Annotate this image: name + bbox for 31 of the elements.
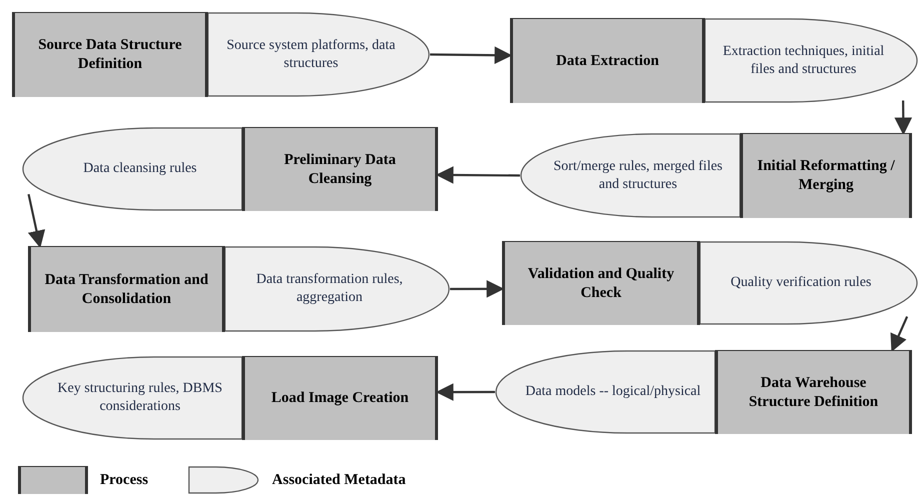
metadata-text: Data transformation rules, aggregation xyxy=(255,271,404,307)
process-box xyxy=(28,246,225,332)
metadata-text: Source system platforms, data structures xyxy=(226,36,396,72)
metadata-text: Quality verification rules xyxy=(730,274,872,292)
process-label: Data Warehouse Structure Definition xyxy=(748,374,880,412)
process-box xyxy=(715,350,912,434)
metadata-text: Sort/merge rules, merged files and structures xyxy=(552,158,724,194)
process-label: Preliminary Data Cleansing xyxy=(283,150,397,188)
process-box xyxy=(242,356,438,440)
process-label: Data Extraction xyxy=(556,52,659,70)
arrow xyxy=(430,46,512,64)
process-label: Data Transformation and Consolidation xyxy=(44,270,210,308)
arrow xyxy=(450,280,504,298)
process-box xyxy=(242,127,438,211)
process-box xyxy=(502,241,700,325)
process-box xyxy=(12,12,208,97)
metadata-text: Data models -- logical/physical xyxy=(525,383,701,401)
arrow xyxy=(890,316,908,352)
process-label: Validation and Quality Check xyxy=(526,264,676,302)
process-box xyxy=(510,18,705,103)
process-box xyxy=(740,133,912,218)
process-label: Load Image Creation xyxy=(271,389,409,408)
arrow xyxy=(894,100,912,136)
metadata-text: Extraction techniques, initial files and structures xyxy=(722,42,886,78)
process-label: Source Data Structure Definition xyxy=(37,36,183,74)
process-label: Initial Reformatting / Merging xyxy=(756,157,896,195)
legend-label: Process xyxy=(100,470,148,490)
metadata-text: Data cleansing rules xyxy=(83,160,197,178)
legend-label: Associated Metadata xyxy=(272,470,406,490)
arrow xyxy=(28,194,46,248)
metadata-text: Key structuring rules, DBMS considerations xyxy=(56,380,224,416)
